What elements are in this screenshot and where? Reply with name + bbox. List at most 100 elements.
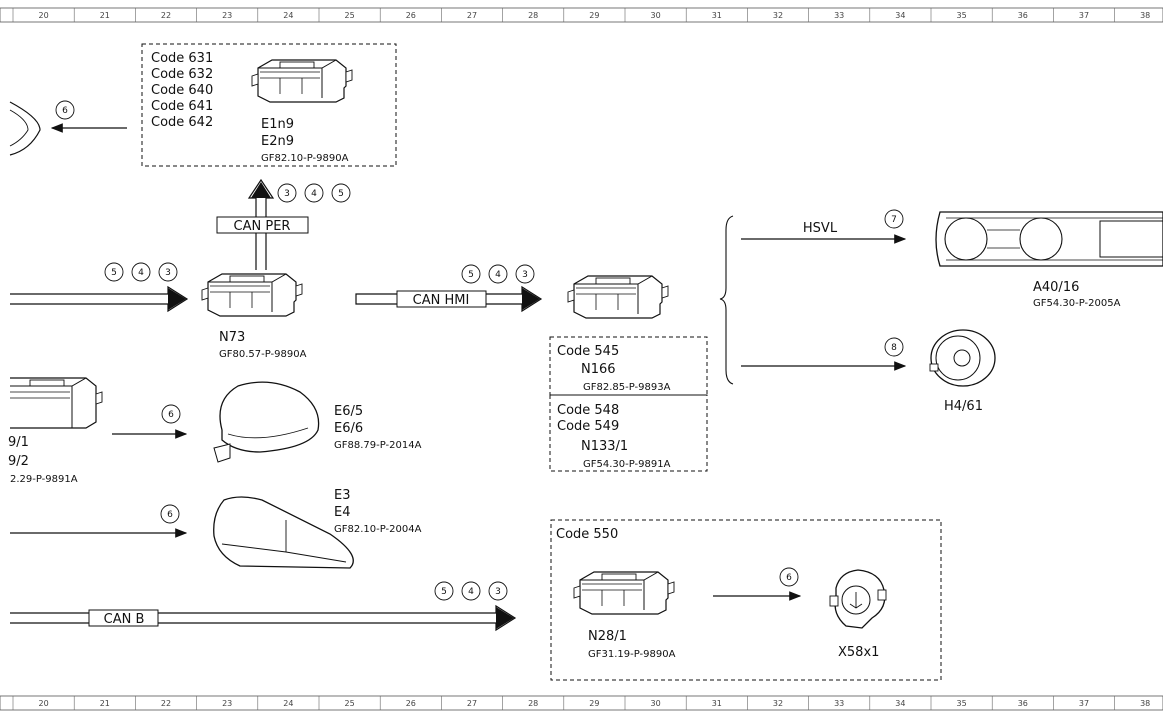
svg-text:4: 4	[138, 268, 144, 278]
side-mirror	[213, 381, 320, 463]
n166-ref: GF82.85-P-9893A	[583, 382, 671, 393]
n133-name: N133/1	[581, 439, 628, 454]
marker-6-lamp: 6	[160, 504, 180, 524]
mirror-ref: GF88.79-P-2014A	[334, 440, 422, 451]
marker-in-3: 3	[158, 262, 178, 282]
usb-socket	[829, 569, 887, 629]
tail-lamp	[213, 496, 354, 569]
code-label: Code 631	[151, 51, 213, 66]
ruler-tick-label: 33	[834, 11, 844, 20]
speaker	[929, 329, 996, 387]
ruler-tick-label: 37	[1079, 11, 1089, 20]
ruler-tick-label: 26	[406, 699, 416, 708]
hmi-control-unit	[567, 275, 669, 319]
svg-text:5: 5	[441, 587, 447, 597]
mirror-name1: E6/5	[334, 404, 363, 419]
svg-text:8: 8	[891, 343, 897, 353]
ruler-tick-label: 25	[345, 11, 355, 20]
ruler-tick-label: 33	[834, 699, 844, 708]
marker-hmi-4: 4	[488, 264, 508, 284]
ruler-tick-label: 27	[467, 11, 477, 20]
a40-name: A40/16	[1033, 280, 1079, 295]
marker-hmi-5: 5	[461, 264, 481, 284]
ruler-tick-label: 22	[161, 11, 171, 20]
e1n9-control-unit	[251, 59, 353, 103]
ruler-tick-label: 28	[528, 11, 538, 20]
n133-ref: GF54.30-P-9891A	[583, 459, 671, 470]
ruler-tick-label: 28	[528, 699, 538, 708]
marker-in-4: 4	[131, 262, 151, 282]
ruler-tick-label: 30	[651, 11, 661, 20]
marker-per-5: 5	[331, 183, 351, 203]
lamp-name1: E3	[334, 488, 351, 503]
ruler-tick-label: 23	[222, 699, 232, 708]
n73-control-unit	[201, 273, 303, 317]
code550-box	[550, 519, 942, 681]
marker-canb-4: 4	[461, 581, 481, 601]
ruler-tick-label: 26	[406, 11, 416, 20]
e1n9-box	[141, 43, 397, 167]
code-label: Code 548	[557, 403, 619, 418]
ruler-tick-label: 24	[283, 11, 293, 20]
instrument-cluster	[935, 211, 1163, 267]
marker-hmi-3: 3	[515, 264, 535, 284]
svg-text:4: 4	[495, 270, 501, 280]
ruler-tick-label: 21	[100, 11, 110, 20]
code-label: Code 642	[151, 115, 213, 130]
partial-left-ecu	[10, 377, 103, 429]
marker-7: 7	[884, 209, 904, 229]
n166-box	[549, 336, 708, 396]
can-b-label-box	[88, 609, 159, 627]
can-per-label: CAN PER	[234, 219, 291, 234]
ruler-tick-label: 29	[589, 699, 599, 708]
ruler-tick-label: 25	[345, 699, 355, 708]
e1n9-ref: GF82.10-P-9890A	[261, 153, 349, 164]
n73-name: N73	[219, 330, 245, 345]
svg-text:3: 3	[165, 268, 171, 278]
ruler-tick-label: 23	[222, 11, 232, 20]
lamp-ref: GF82.10-P-2004A	[334, 524, 422, 535]
brace	[719, 215, 734, 385]
lamp-name2: E4	[334, 505, 351, 520]
can-b-arrow	[10, 604, 517, 632]
left-unit-ref: 2.29-P-9891A	[10, 474, 78, 485]
ruler-tick-label: 36	[1018, 699, 1028, 708]
code-label: Code 641	[151, 99, 213, 114]
partial-component-shape	[9, 101, 41, 156]
marker-per-4: 4	[304, 183, 324, 203]
svg-text:5: 5	[111, 268, 117, 278]
ruler-tick-label: 27	[467, 699, 477, 708]
svg-text:7: 7	[891, 215, 897, 225]
marker-6-mirror: 6	[161, 404, 181, 424]
ruler-tick-label: 37	[1079, 699, 1089, 708]
ruler-tick-label: 20	[39, 699, 49, 708]
ruler-tick-label: 35	[957, 11, 967, 20]
n166-name: N166	[581, 362, 616, 377]
ruler-tick-label: 29	[589, 11, 599, 20]
svg-text:5: 5	[468, 270, 474, 280]
marker-6-x58: 6	[779, 567, 799, 587]
ruler-tick-label: 38	[1140, 11, 1150, 20]
e2n9-name: E2n9	[261, 134, 294, 149]
ruler-tick-label: 36	[1018, 11, 1028, 20]
ruler-tick-label: 38	[1140, 699, 1150, 708]
can-b-label: CAN B	[104, 612, 145, 627]
svg-text:6: 6	[786, 573, 792, 583]
code-label: Code 632	[151, 67, 213, 82]
incoming-bus-arrow	[10, 285, 189, 313]
can-hmi-label: CAN HMI	[413, 293, 470, 308]
ruler-tick-label: 35	[957, 699, 967, 708]
svg-text:4: 4	[468, 587, 474, 597]
svg-text:4: 4	[311, 189, 317, 199]
can-per-label-box	[216, 216, 309, 234]
ruler-tick-label: 34	[895, 11, 905, 20]
ruler-tick-label: 31	[712, 11, 722, 20]
svg-text:5: 5	[338, 189, 344, 199]
h4-name: H4/61	[944, 399, 983, 414]
code-label: Code 550	[556, 527, 618, 542]
can-hmi-label-box	[396, 290, 487, 308]
svg-text:3: 3	[284, 189, 290, 199]
